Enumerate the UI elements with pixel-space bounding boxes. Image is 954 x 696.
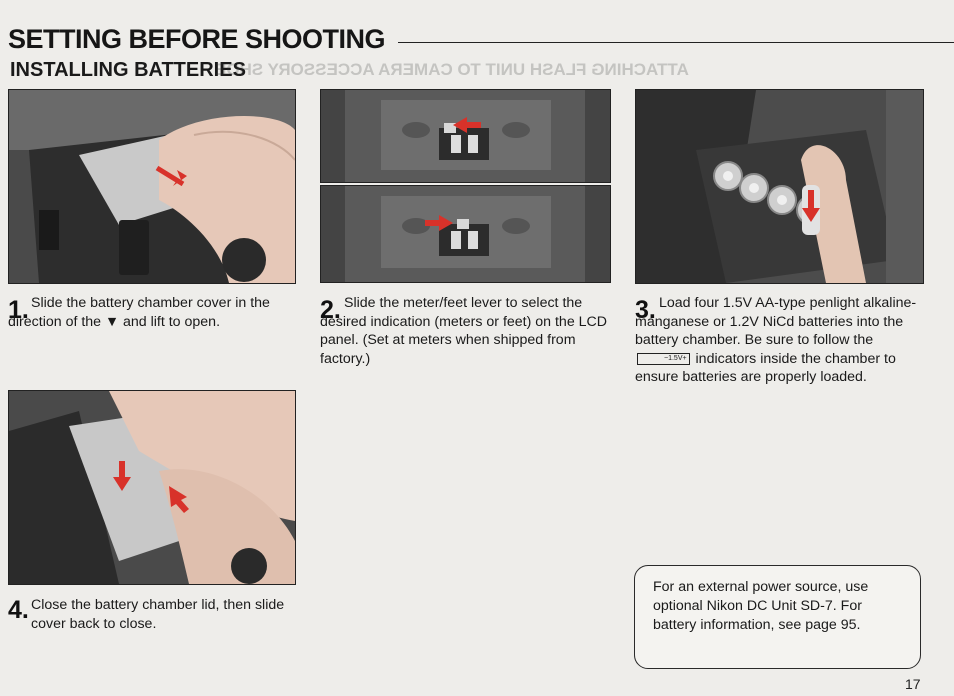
photo-step-4	[8, 390, 296, 585]
title-rule	[398, 42, 954, 43]
photo-step-3	[635, 89, 924, 284]
arrow-icon	[425, 215, 453, 231]
arrow-icon	[113, 461, 131, 491]
arrow-icon	[802, 190, 820, 222]
step-3-number: 3.	[635, 296, 656, 324]
page-title: SETTING BEFORE SHOOTING	[8, 24, 386, 54]
arrow-icon	[169, 486, 189, 513]
step-4-text: Close the battery chamber lid, then slid…	[31, 597, 285, 632]
photo-step-2-top	[320, 89, 611, 183]
step-1-number: 1.	[8, 296, 29, 324]
page-number: 17	[905, 676, 921, 692]
arrow-icon	[453, 117, 481, 133]
step-2-number: 2.	[320, 296, 341, 324]
section-title: INSTALLING BATTERIES	[10, 59, 246, 81]
note-box	[634, 565, 921, 669]
step-3-text-before: Load four 1.5V AA-type penlight alkaline…	[635, 295, 917, 348]
photo-step-2-bottom	[320, 185, 611, 283]
step-4-number: 4.	[8, 596, 29, 624]
note-text: For an external power source, use option…	[653, 579, 869, 633]
show-through-heading: ATTACHING FLASH UNIT TO CAMERA ACCESSORY…	[215, 60, 689, 79]
step-1-text: Slide the battery chamber cover in the d…	[8, 295, 270, 330]
step-2-text: Slide the meter/feet lever to select the…	[320, 295, 608, 367]
step-3-text: Load four 1.5V AA-type penlight alkaline…	[635, 294, 925, 387]
arrow-icon	[159, 170, 187, 186]
step-3-text-after: indicators inside the chamber to ensure …	[635, 350, 896, 386]
photo-step-1	[8, 89, 296, 284]
battery-polarity-indicator: −1.5V+	[637, 352, 690, 365]
